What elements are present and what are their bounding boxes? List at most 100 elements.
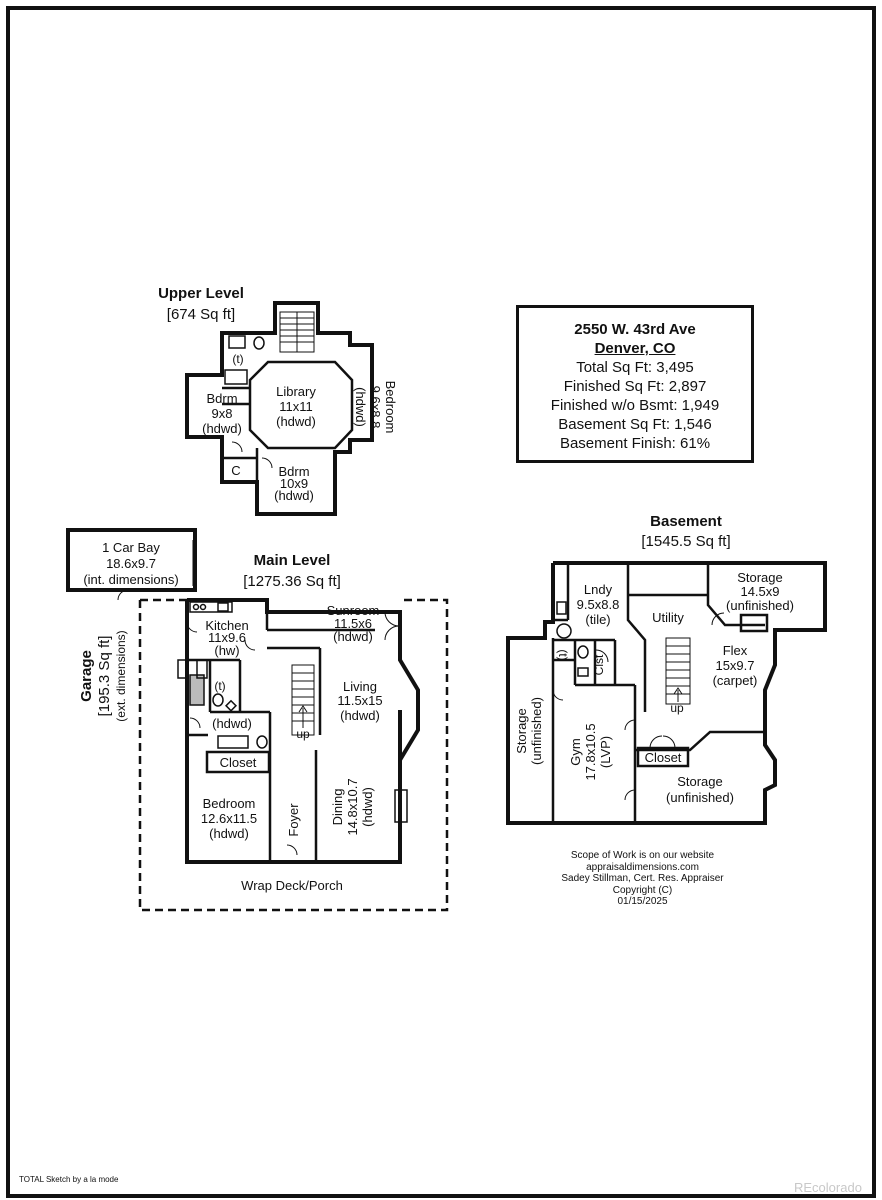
svg-text:Dining: Dining: [330, 789, 345, 826]
wrap-deck-outline: [138, 598, 449, 912]
room-storage-se: Storage (unfinished): [666, 774, 734, 805]
room-car-bay: 1 Car Bay 18.6x9.7 (int. dimensions): [83, 540, 178, 587]
room-sunroom: Sunroom 11.5x6 (hdwd): [327, 603, 380, 644]
sketch-software-credit: TOTAL Sketch by a la mode: [19, 1175, 119, 1184]
basement-fixtures: [556, 601, 589, 677]
room-storage-ne: Storage 14.5x9 (unfinished): [726, 570, 794, 613]
svg-text:1 Car Bay: 1 Car Bay: [102, 540, 160, 555]
credit-copyright: Copyright (C): [612, 884, 673, 896]
svg-text:(hdwd): (hdwd): [353, 387, 368, 427]
page-border: [6, 6, 876, 1198]
credit-date: 01/15/2025: [617, 896, 668, 907]
stat-basement-sqft: Basement Sq Ft: 1,546: [558, 416, 712, 433]
svg-text:11.5x15: 11.5x15: [337, 693, 382, 708]
svg-text:Kitchen: Kitchen: [205, 618, 248, 633]
svg-text:17.8x10.5: 17.8x10.5: [583, 723, 598, 780]
main-level-title: Main Level: [254, 552, 331, 569]
svg-text:9.5x8.8: 9.5x8.8: [577, 597, 620, 612]
svg-text:Living: Living: [343, 679, 377, 694]
garage-side-label: Garage [195.3 Sq ft] (ext. dimensions): [78, 630, 128, 721]
stat-total-sqft: Total Sq Ft: 3,495: [576, 359, 694, 376]
svg-text:12.6x11.5: 12.6x11.5: [201, 811, 257, 826]
svg-text:11x9.6: 11x9.6: [208, 630, 246, 645]
main-level-area: [1275.36 Sq ft]: [243, 573, 341, 590]
svg-text:(ext. dimensions): (ext. dimensions): [114, 630, 128, 721]
upper-level-title: Upper Level: [158, 285, 244, 302]
svg-text:Flex: Flex: [723, 643, 748, 658]
room-library: Library 11x11 (hdwd): [276, 384, 316, 429]
upper-toilet-label: (t): [232, 352, 243, 366]
svg-text:(unfinished): (unfinished): [726, 598, 794, 613]
upper-stair: [279, 311, 315, 353]
basement-clst-label: Clst: [592, 654, 606, 675]
svg-text:9x8: 9x8: [212, 406, 233, 421]
room-upper-bedroom-east: Bedroom 9.6x8.8 (hdwd): [353, 381, 398, 434]
property-summary-box: 2550 W. 43rd Ave Denver, CO Total Sq Ft:…: [516, 305, 754, 463]
basement-area: [1545.5 Sq ft]: [641, 533, 730, 550]
svg-text:Garage: Garage: [78, 650, 95, 702]
room-main-bedroom: Bedroom 12.6x11.5 (hdwd): [201, 796, 257, 841]
upper-level-walls: [185, 301, 374, 516]
watermark: REcolorado: [794, 1180, 862, 1195]
appraiser-credits: Scope of Work is on our website appraisa…: [520, 850, 765, 908]
svg-text:10x9: 10x9: [280, 476, 308, 491]
svg-text:(hdwd): (hdwd): [360, 787, 375, 827]
svg-text:Storage: Storage: [514, 708, 529, 754]
basement-stair: [665, 637, 691, 705]
svg-text:9.6x8.8: 9.6x8.8: [368, 386, 383, 429]
upper-door-arc: [231, 441, 243, 453]
svg-text:11.5x6: 11.5x6: [334, 616, 372, 631]
svg-text:(hdwd): (hdwd): [209, 826, 249, 841]
upper-level-interior: [222, 360, 354, 482]
svg-text:(unfinished): (unfinished): [666, 790, 734, 805]
basement-closet-label: Closet: [645, 750, 682, 765]
credit-line: Scope of Work is on our website: [570, 850, 715, 861]
svg-text:18.6x9.7: 18.6x9.7: [106, 556, 156, 571]
svg-text:Bdrm: Bdrm: [278, 464, 309, 479]
room-upper-bdrm-south: Bdrm 10x9 (hdwd): [274, 464, 314, 503]
svg-text:Storage: Storage: [677, 774, 723, 789]
main-door-arcs: [186, 611, 400, 856]
svg-text:(hdwd): (hdwd): [276, 414, 316, 429]
room-living: Living 11.5x15 (hdwd): [337, 679, 382, 723]
svg-text:Bedroom: Bedroom: [383, 381, 398, 434]
svg-text:14.5x9: 14.5x9: [740, 584, 779, 599]
svg-text:(hdwd): (hdwd): [202, 421, 242, 436]
room-flex: Flex 15x9.7 (carpet): [713, 643, 758, 688]
upper-closet-label: C: [231, 463, 240, 478]
basement-stair-up-label: up: [670, 701, 684, 715]
basement-title: Basement: [650, 513, 722, 530]
svg-text:Sunroom: Sunroom: [327, 603, 380, 618]
main-stair-up-label: up: [296, 727, 310, 741]
stat-basement-finish: Basement Finish: 61%: [559, 435, 711, 452]
room-foyer: Foyer: [286, 803, 301, 837]
main-hall-label: (hdwd): [212, 716, 252, 731]
room-lndy: Lndy 9.5x8.8 (tile): [577, 582, 620, 627]
main-level-interior: [187, 612, 375, 862]
basement-door-arcs: [552, 612, 725, 801]
room-kitchen: Kitchen 11x9.6 (hw): [205, 618, 248, 658]
svg-text:Gym: Gym: [568, 738, 583, 765]
room-dining: Dining 14.8x10.7 (hdwd): [330, 778, 375, 835]
svg-text:15x9.7: 15x9.7: [715, 658, 754, 673]
svg-text:(LVP): (LVP): [598, 736, 613, 768]
credit-website: appraisaldimensions.com: [586, 861, 699, 873]
stat-finished-sqft: Finished Sq Ft: 2,897: [563, 378, 707, 395]
address-line-1: 2550 W. 43rd Ave: [574, 321, 696, 338]
main-toilet-label: (t): [214, 679, 225, 693]
svg-text:(hdwd): (hdwd): [274, 488, 314, 503]
svg-text:Lndy: Lndy: [584, 582, 613, 597]
svg-text:(tile): (tile): [585, 612, 610, 627]
svg-text:(hw): (hw): [214, 643, 239, 658]
svg-text:(int. dimensions): (int. dimensions): [83, 572, 178, 587]
deck-label: Wrap Deck/Porch: [241, 878, 343, 893]
svg-text:(carpet): (carpet): [713, 673, 758, 688]
address-line-2: Denver, CO: [594, 340, 676, 357]
svg-text:Bdrm: Bdrm: [206, 391, 237, 406]
upper-door-arc: [261, 457, 273, 469]
basement-toilet-label: (t): [556, 649, 570, 660]
main-closet-label: Closet: [220, 755, 257, 770]
main-stair: [291, 664, 315, 736]
room-utility: Utility: [652, 610, 684, 625]
